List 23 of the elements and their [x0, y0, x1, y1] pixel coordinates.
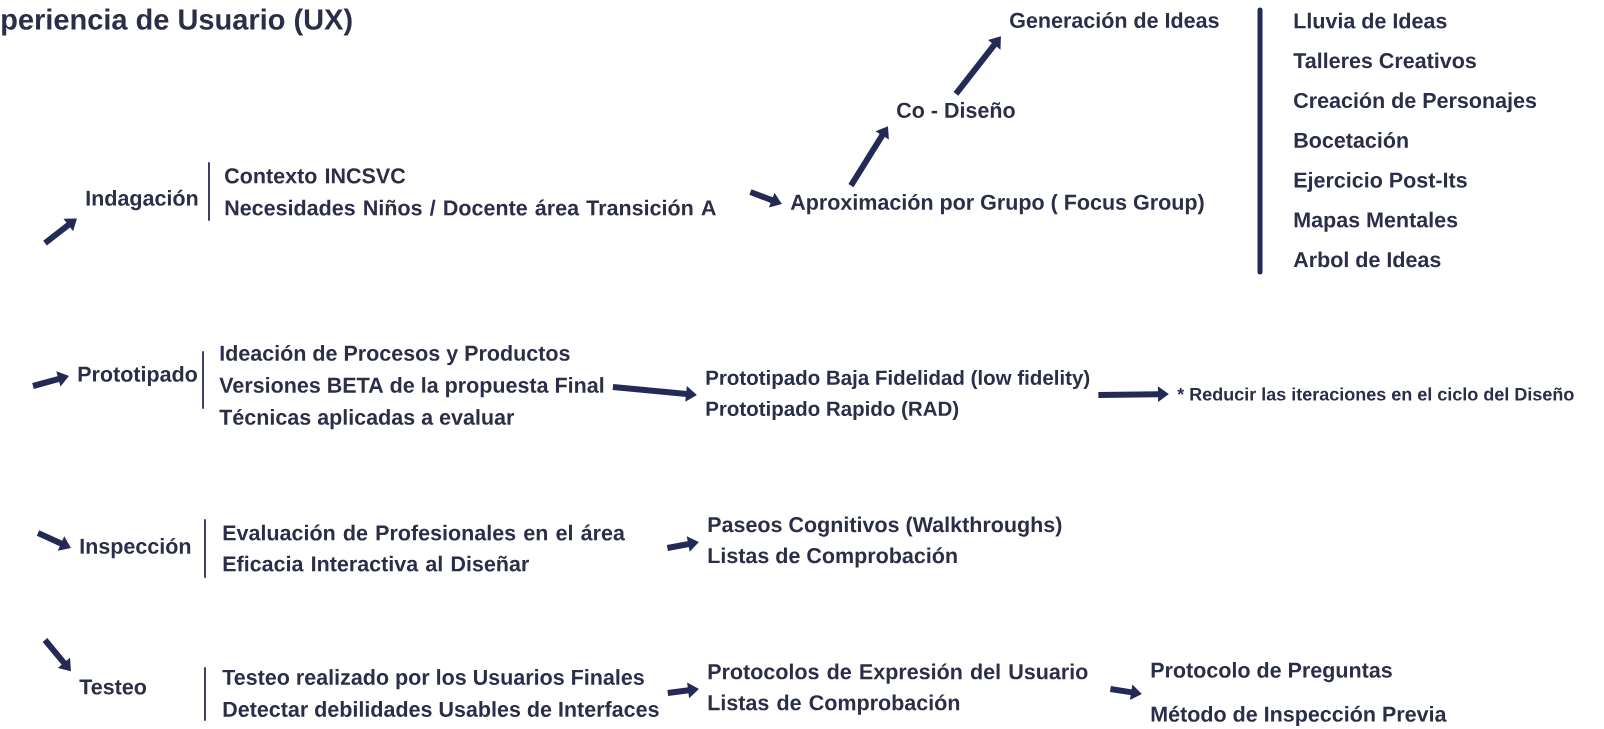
text-label: Generación de Ideas — [1010, 12, 1219, 28]
text-list: Prototipado Baja Fidelidad (low fidelity) Prototipado Rapido (RAD) — [706, 369, 1090, 421]
text-list: Ideación de Procesos y Productos Versiones BETA de la propuesta Final Técnicas aplicadas a evaluar — [219, 344, 604, 430]
text-list: Protocolos de Expresión del Usuario Listas de Comprobación — [708, 663, 1088, 715]
arrow — [36, 530, 71, 551]
arrow — [848, 126, 889, 188]
text-label: Aproximación por Grupo ( Focus Group) — [790, 193, 1204, 215]
arrow — [43, 218, 77, 246]
text-label: Testeo — [79, 679, 147, 695]
text-list: Contexto INCSVC Necesidades Niños / Docente área Transición A — [225, 168, 716, 216]
title: periencia de Usuario (UX) — [2, 8, 352, 36]
text-list: Testeo realizado por los Usuarios Finales Detectar debilidades Usables de Interfaces — [222, 669, 659, 717]
text-label: Prototipado — [78, 366, 197, 387]
text-label: * Reducir las iteraciones en el ciclo del Diseño — [1177, 387, 1574, 401]
text-label: Indagación — [86, 189, 198, 211]
text-label: Co - Diseño — [897, 102, 1015, 118]
text-list: Paseos Cognitivos (Walkthroughs) Listas de Comprobación — [708, 516, 1062, 568]
text-list: Protocolo de Preguntas Método de Inspección Previa — [1151, 662, 1447, 727]
arrow — [32, 371, 69, 389]
text-list: Lluvia de Ideas Talleres Creativos Creación de Personajes Bocetación Ejercicio Post-Its Mapas Mentales Arbol de Ideas — [1293, 12, 1537, 268]
arrow — [953, 36, 1001, 96]
text-list: Evaluación de Profesionales en el área Eficacia Interactiva al Diseñar — [223, 524, 625, 572]
text-label: Inspección — [80, 537, 191, 559]
